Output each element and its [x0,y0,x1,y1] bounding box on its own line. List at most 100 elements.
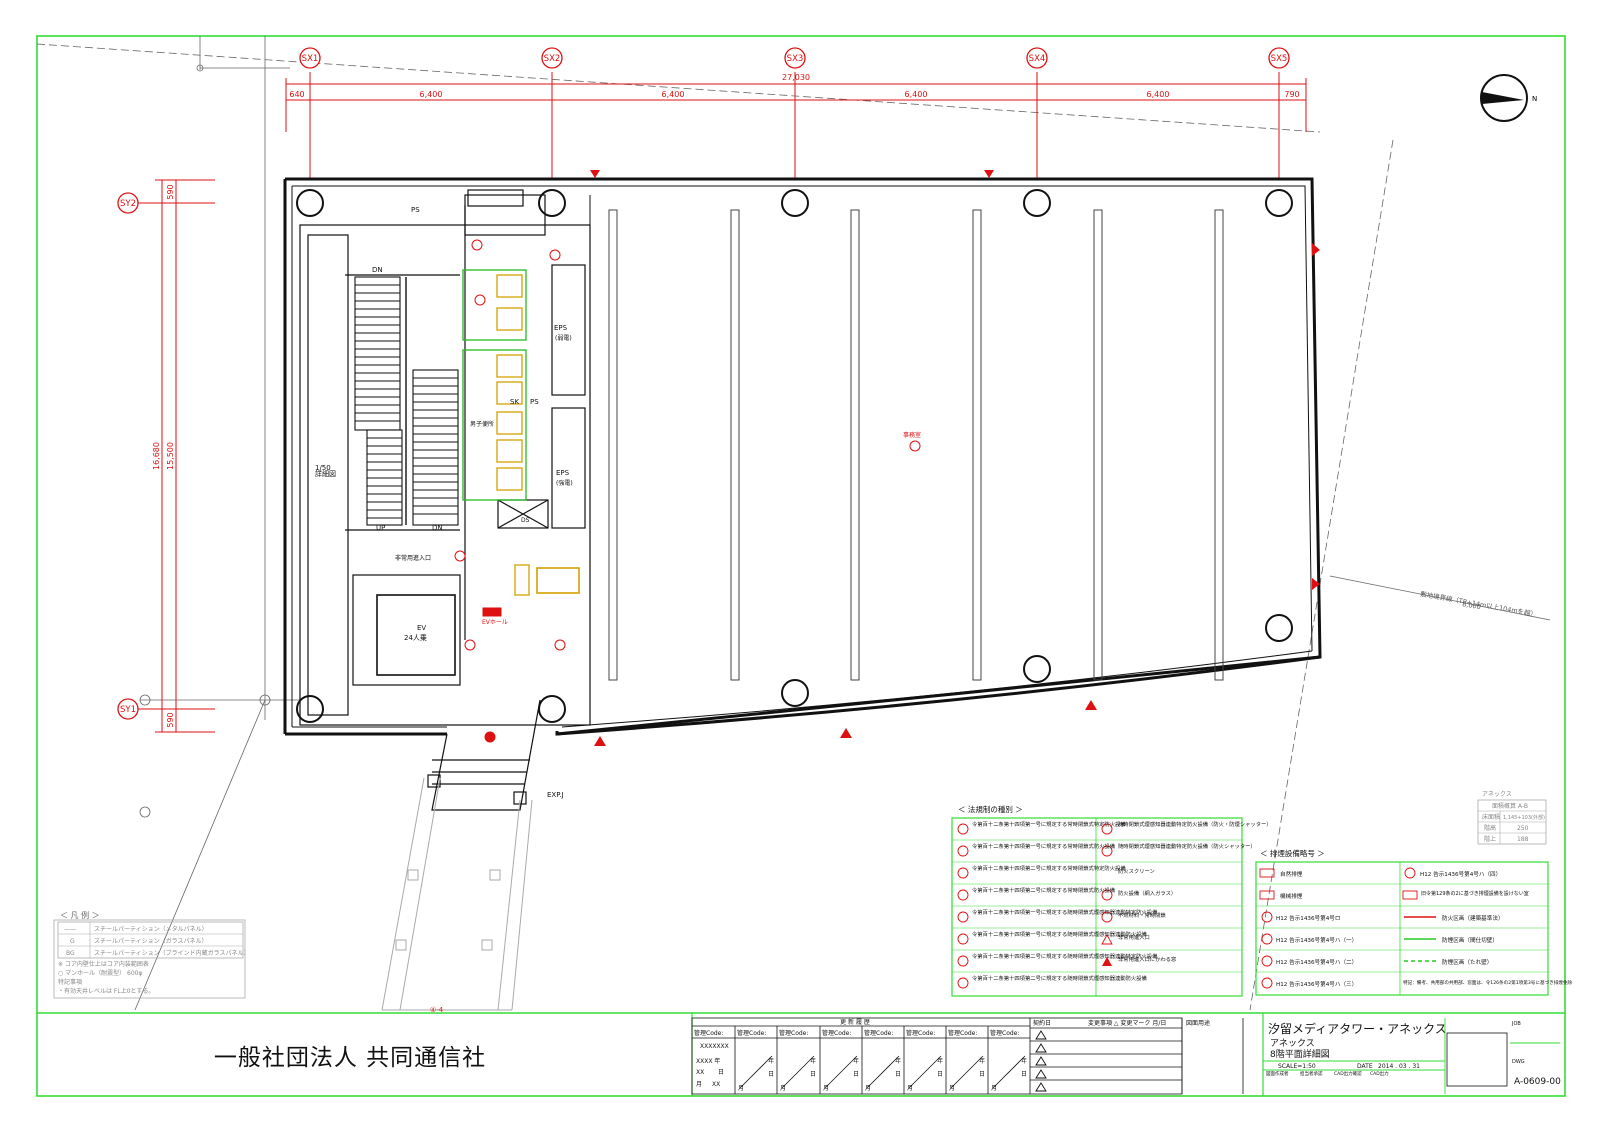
law-right-2: 随時閉鎖式煙感知器連動特定防火設備（防火シャッター） [1118,842,1256,850]
dim-inner-depth: 15,500 [166,442,175,470]
law-right-7: 非常用進入口にかわる窓 [1118,955,1176,963]
rev-year-2: 年 [768,1057,774,1065]
grid-axes [137,72,1307,733]
law-right-4: 防火設備（網入ガラス） [1118,889,1176,897]
exterior-walkway [381,777,533,1011]
label-exp-j: EXP.J [547,791,564,799]
label-ds: DS [521,517,530,524]
legend-left-text-1: スチールパーティション（メタルパネル） [94,925,208,933]
law-left-7: 令第百十二条第十四項第二号に規定する随時閉鎖式煙感知器連動特定防火設備 [972,952,1157,960]
law-left-6: 令第百十二条第十四項第一号に規定する随時閉鎖式煙感知器連動防火設備 [972,930,1147,938]
area-table: アネックス 面積概算 A-B 床面積 1,145+103(外部) 階高 250 … [1477,791,1547,845]
project-sub1: アネックス [1270,1038,1315,1049]
label-ps: PS [411,206,420,214]
grid-bubble-sx2: SX2 [541,47,563,69]
rev-month-7: 月 [949,1085,955,1092]
legend-law-types: ＜ 法規制の種別 ＞ 令第百十二条第十四項第一号に規定する常時閉鎖式特定防火設備… [951,804,1272,997]
rev-change-date: 契約日 [1033,1019,1051,1027]
revision-text: 更 新 履 歴 管理Code: 管理Code: 管理Code: 管理Code: … [694,1018,1210,1092]
label-escape: 非常用進入口 [395,554,431,562]
dim-span-5: 6,400 [1147,90,1170,99]
legend-left-sym-3: BG [66,950,75,957]
room-labels: PS DN DN UP 詳細図 1/50 EPS (弱電) EPS (強電) S… [315,206,921,1014]
project-title-block: 汐留メディアタワー・アネックス アネックス 8階平面詳細図 SCALE=1:50… [1266,1021,1561,1087]
grid-bubble-sx4: SX4 [1026,47,1048,69]
dim-overall-width: 27,030 [782,73,810,82]
label-toilet: 男子便所 [470,420,494,428]
site-boundary-dim: 8,000 [1462,600,1482,611]
grid-bubble-sx5: SX5 [1268,47,1290,69]
rev-first-month-unit: 月 [696,1081,702,1088]
fire-door-symbols [454,239,921,743]
label-ev: EV [417,624,426,632]
dimensions: 27,030 640 6,400 6,400 6,400 6,400 790 1… [152,73,1300,728]
sheet-border [36,35,1566,1097]
grid-label-sx1: SX1 [302,54,319,64]
rev-day-8: 日 [1021,1071,1027,1078]
legend-smoke-exhaust: ＜ 排煙設備略号 ＞ 自然排煙 機械排煙 H12 告示1436号第4号ロ H12… [1255,848,1573,996]
label-ps2: PS [530,398,539,406]
legend-left-title: ＜ 凡 例 ＞ [60,910,100,920]
revision-triangle-icons [1035,1030,1047,1092]
label-sk: SK [510,398,519,406]
rev-month-3: 月 [780,1085,786,1092]
law-left-2: 令第百十二条第十四項第一号に規定する常時閉鎖式防火設備 [972,842,1115,850]
rev-code-2: 管理Code: [737,1029,766,1037]
project-name: 汐留メディアタワー・アネックス [1268,1021,1447,1036]
dim-span-6: 790 [1284,90,1299,99]
rev-day-7: 日 [979,1071,985,1078]
label-ev-capacity: 24人乗 [404,633,427,642]
dim-span-4: 6,400 [905,90,928,99]
legend-partitions: ＜ 凡 例 ＞ —— スチールパーティション（メタルパネル） G スチールパーテ… [53,910,250,999]
area-row-3-label: 階上 [1484,835,1496,843]
project-title-lines [1263,1018,1560,1094]
rev-day-3: 日 [810,1071,816,1078]
project-sign-3: CAD出力確認 [1334,1070,1362,1077]
rev-day-4: 日 [853,1071,859,1078]
rev-day-5: 日 [895,1071,901,1078]
rev-code-5: 管理Code: [864,1029,893,1037]
rev-code-8: 管理Code: [990,1029,1019,1037]
label-stair-note: 詳細図 [315,469,336,478]
grid-bubble-sy1: SY1 [117,698,139,720]
law-right-1: 随時閉鎖式煙感知器連動特定防火設備（防火・防煙シャッター） [1118,820,1272,828]
legend-smoke-title: ＜ 排煙設備略号 ＞ [1260,848,1325,858]
law-right-3: 防火スクリーン [1118,867,1155,875]
smoke-left-2: 機械排煙 [1280,892,1303,900]
project-date: 2014 . 03 . 31 [1378,1063,1420,1070]
rev-code-6: 管理Code: [906,1029,935,1037]
smoke-right-4: 防煙区画（間仕切壁） [1442,936,1498,944]
revision-header: 更 新 履 歴 [840,1018,870,1026]
label-ev-hall: EVホール [482,619,508,626]
legend-law-title: ＜ 法規制の種別 ＞ [958,804,1023,814]
label-eps2-sub: (強電) [556,479,573,487]
smoke-left-4: H12 告示1436号第4号ハ（一） [1276,936,1357,944]
law-left-5: 令第百十二条第十四項第一号に規定する随時閉鎖式煙感知器連動特定防火設備 [972,908,1157,916]
label-eps-sub: (弱電) [555,335,572,342]
legend-left-sym-2: G [70,938,75,945]
core-walls [299,189,591,726]
smoke-right-3: 防火区画（建築基準法） [1442,914,1504,922]
grid-label-sy1: SY1 [120,705,136,715]
area-table-title: アネックス [1482,791,1512,798]
dim-span-1: 640 [289,90,304,99]
grid-label-sx4: SX4 [1029,54,1046,64]
project-job-label: JOB [1511,1021,1521,1027]
grid-label-sx5: SX5 [1271,54,1288,64]
project-dwg-label: DWG [1512,1059,1525,1065]
legend-left-note-1: ※ コア内壁仕上はコア内装範囲表 [58,960,149,968]
rev-year-3: 年 [810,1057,816,1065]
rev-month-2: 月 [738,1085,744,1092]
rev-year-6: 年 [937,1057,943,1065]
grid-bubble-sx1: SX1 [299,47,321,69]
smoke-left-6: H12 告示1436号第4号ハ（三） [1276,980,1357,988]
dim-span-2: 6,400 [420,90,443,99]
rev-first-year: XXXX 年 [696,1057,720,1065]
rev-month-4: 月 [823,1085,829,1092]
rev-first-code: XXXXXXX [700,1043,729,1050]
stairs [354,276,459,526]
smoke-right-2: 旧令第129条の2に基づき排煙設備を設けない室 [1421,890,1529,897]
law-left-1: 令第百十二条第十四項第一号に規定する常時閉鎖式特定防火設備 [972,820,1126,828]
rev-code-1: 管理Code: [694,1029,723,1037]
